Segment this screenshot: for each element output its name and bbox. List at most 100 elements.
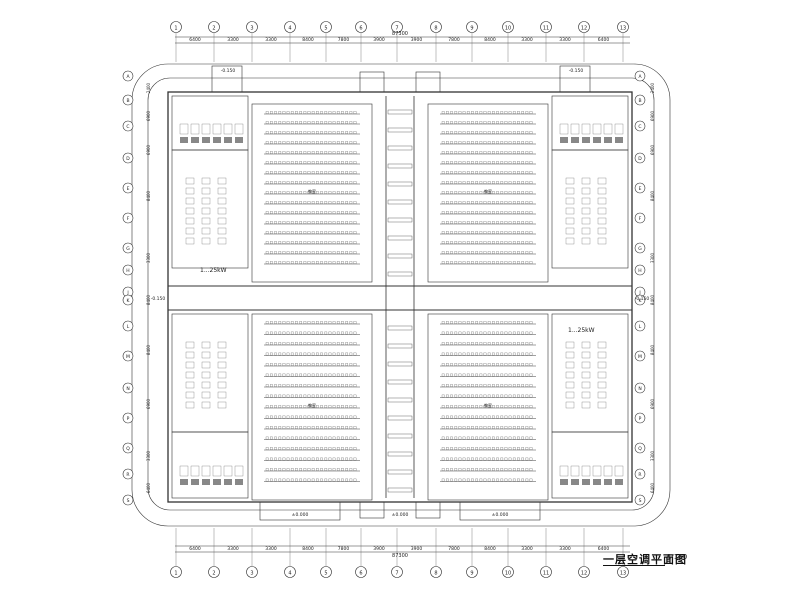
seat xyxy=(311,331,315,335)
seat xyxy=(496,478,499,482)
seat xyxy=(483,468,487,471)
seat xyxy=(504,342,508,345)
seat xyxy=(471,352,474,356)
seat xyxy=(492,111,495,114)
top-dimension-label: 8400 xyxy=(302,37,314,43)
seat xyxy=(462,121,466,124)
seat xyxy=(282,478,286,482)
grid-bubble-top-label: 9 xyxy=(470,26,473,32)
seat xyxy=(341,131,344,134)
seat xyxy=(278,191,282,194)
seat xyxy=(303,436,307,440)
right-dimension-label: 6400 xyxy=(650,482,655,493)
seat xyxy=(454,352,458,356)
seat xyxy=(353,394,357,398)
seat xyxy=(290,211,294,214)
seat xyxy=(529,415,533,419)
seat xyxy=(492,405,495,408)
seat xyxy=(299,447,303,450)
seat xyxy=(336,394,340,398)
bottom-dimension-label: 7800 xyxy=(338,546,350,552)
seat xyxy=(303,373,307,377)
seat xyxy=(517,457,520,461)
grid-bubble-bottom xyxy=(430,566,442,578)
top-dimension-label: 7800 xyxy=(338,37,350,43)
seat xyxy=(471,415,474,419)
seat xyxy=(479,151,483,154)
equipment-base xyxy=(202,479,210,485)
seat xyxy=(265,201,269,204)
seat xyxy=(324,121,328,124)
seat xyxy=(483,321,487,324)
seat xyxy=(441,447,445,450)
seat xyxy=(500,211,504,214)
seat xyxy=(307,261,311,264)
seat xyxy=(345,151,349,154)
seat xyxy=(270,457,273,461)
seat xyxy=(320,436,323,440)
seat xyxy=(332,181,336,184)
seat xyxy=(462,261,466,264)
seat xyxy=(487,251,491,254)
seat xyxy=(525,457,529,461)
seat xyxy=(274,415,277,419)
bottom-dimension-label: 6400 xyxy=(189,546,201,552)
seat xyxy=(336,171,340,174)
seat xyxy=(303,181,307,184)
equipment-base xyxy=(224,479,232,485)
seat xyxy=(466,478,470,482)
seat xyxy=(496,121,499,124)
seat xyxy=(278,171,282,174)
seat xyxy=(332,141,336,144)
grid-bubble-right xyxy=(634,412,646,424)
equipment-unit xyxy=(570,465,580,477)
seat xyxy=(349,221,353,224)
seat xyxy=(349,384,353,387)
seat xyxy=(265,363,269,366)
hall-label: 教室 xyxy=(484,402,492,408)
seat xyxy=(504,191,508,194)
seat xyxy=(471,261,474,264)
seat xyxy=(487,342,491,345)
seat xyxy=(320,221,323,224)
seat xyxy=(492,394,495,398)
seat xyxy=(521,321,525,324)
seat xyxy=(450,373,453,377)
seat xyxy=(454,251,458,254)
equipment-unit xyxy=(185,197,195,205)
seat xyxy=(458,161,462,164)
seat xyxy=(462,201,466,204)
seat xyxy=(487,478,491,482)
seat xyxy=(345,171,349,174)
seat xyxy=(270,342,273,345)
seat xyxy=(295,352,298,356)
elevation-label: -0.150 xyxy=(221,68,236,74)
seat xyxy=(353,221,357,224)
seat xyxy=(332,363,336,366)
seat xyxy=(450,261,453,264)
seat xyxy=(303,384,307,387)
seat xyxy=(278,321,282,324)
seat xyxy=(332,436,336,440)
bottom-dimension-label: 3300 xyxy=(559,546,571,552)
seat xyxy=(462,251,466,254)
equipment-unit xyxy=(201,361,211,369)
seat xyxy=(349,211,353,214)
equipment-unit xyxy=(603,123,613,135)
grid-bubble-right xyxy=(634,120,646,132)
seat xyxy=(512,111,516,114)
seat xyxy=(500,415,504,419)
seat xyxy=(454,384,458,387)
seat xyxy=(274,405,277,408)
seat xyxy=(336,161,340,164)
equipment-unit xyxy=(201,217,211,225)
seat xyxy=(282,468,286,471)
seat xyxy=(500,251,504,254)
grid-bubble-left-label: B xyxy=(126,98,129,104)
equipment-unit xyxy=(592,465,602,477)
seat xyxy=(492,447,495,450)
seat xyxy=(311,468,315,471)
seat xyxy=(278,384,282,387)
seat xyxy=(479,141,483,144)
seat xyxy=(295,221,298,224)
